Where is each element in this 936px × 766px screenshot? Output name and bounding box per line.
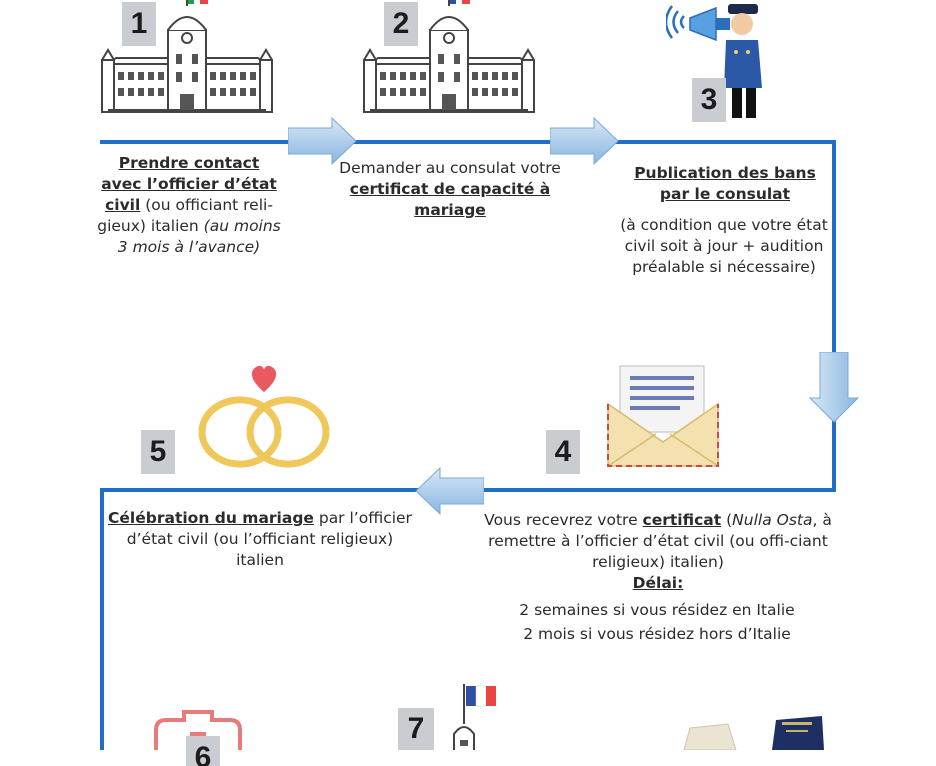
step-4-detail-open: (: [721, 511, 733, 529]
step-1-detail: (ou officiant reli-gieux) italien: [97, 196, 273, 235]
flag-icon: [453, 684, 496, 750]
wedding-rings-icon: [198, 365, 330, 468]
step-3-title-block: Publication des bans par le consulat: [620, 163, 830, 205]
step-1-title: Prendre contact avec l’officier d’état c…: [101, 154, 277, 214]
step-4-delay-block: Délai:: [472, 573, 844, 594]
town-hall-icon: [363, 0, 535, 113]
town-hall-icon: [101, 0, 273, 113]
flow-line-top: [100, 140, 836, 144]
step-3-title: Publication des bans par le consulat: [634, 164, 816, 203]
arrow-left-icon: [415, 466, 484, 516]
step-4-detail: , à remettre à l’officier d’état civil (…: [488, 511, 832, 571]
document-icon: [683, 723, 737, 750]
step-3-detail: (à condition que votre état civil soit à…: [620, 216, 828, 276]
step-4-delay-1: 2 semaines si vous résidez en Italie: [519, 601, 795, 619]
step-5-badge: 5: [141, 430, 175, 474]
step-2-pre: Demander au consulat votre: [339, 159, 561, 177]
step-1-badge: 1: [122, 2, 156, 46]
step-1-note: (au moins 3 mois à l’avance): [117, 217, 281, 256]
step-4-badge: 4: [546, 430, 580, 474]
step-4-detail-italic: Nulla Osta: [732, 511, 813, 529]
arrow-right-icon: [550, 116, 619, 166]
arrow-right-icon: [288, 116, 357, 166]
step-4-text: Vous recevrez votre certificat (Nulla Os…: [472, 510, 844, 573]
step-4-delay-title: Délai:: [632, 574, 684, 592]
step-1-text: Prendre contact avec l’officier d’état c…: [96, 153, 282, 258]
flow-line-right: [832, 140, 836, 492]
step-4-pre: Vous recevrez votre: [484, 511, 643, 529]
arrow-down-icon: [808, 352, 860, 423]
step-5-text: Célébration du mariage par l’officier d’…: [102, 508, 418, 571]
step-5-title: Célébration du mariage: [108, 509, 314, 527]
envelope-icon: [607, 365, 719, 467]
passport-icon: [772, 716, 824, 750]
step-5-detail: par l’officier d’état civil (ou l’offici…: [126, 509, 412, 569]
step-3-badge: 3: [692, 78, 726, 122]
step-4-title: certificat: [642, 511, 722, 529]
step-2-badge: 2: [384, 2, 418, 46]
flow-line-left: [100, 488, 104, 750]
step-2-title: certificat de capacité à mariage: [349, 180, 551, 219]
megaphone-officer-icon: [666, 4, 762, 118]
step-6-badge: 6: [186, 736, 220, 766]
step-2-text: Demander au consulat votre certificat de…: [330, 158, 570, 221]
step-4-delay-2: 2 mois si vous résidez hors d’Italie: [523, 625, 791, 643]
step-7-badge: 7: [398, 708, 434, 750]
